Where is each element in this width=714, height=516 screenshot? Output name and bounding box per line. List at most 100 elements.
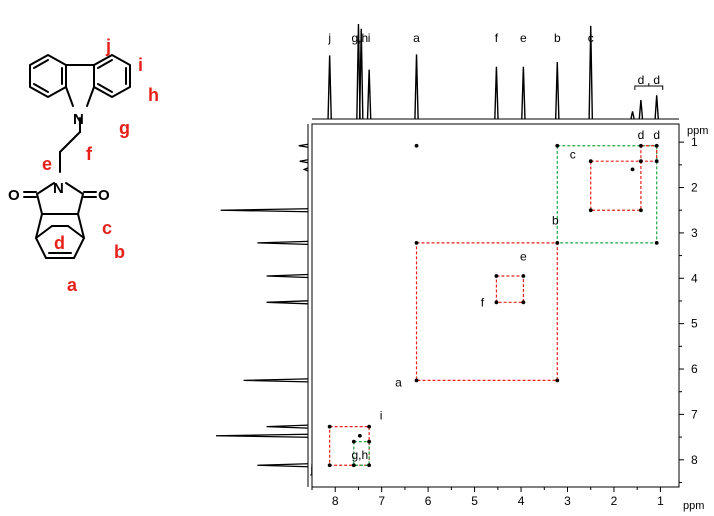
cross-peak-4-d (521, 300, 526, 305)
x-tick-label-7: 7 (378, 494, 385, 508)
side-spectrum-peak-10 (257, 463, 309, 468)
bridge-bond (67, 225, 85, 239)
extra-peak-0 (414, 143, 419, 148)
cross-peak-1-c (639, 159, 643, 164)
cross-box-3 (415, 242, 558, 381)
y-tick-label-3: 3 (691, 226, 698, 240)
side-spectrum-peak-8 (266, 424, 309, 429)
cross-peak-0-b (654, 143, 659, 148)
top-peak-label-6: b (554, 31, 561, 45)
top-spectrum-peak-6 (521, 66, 526, 120)
diagonal-peak-8 (357, 433, 362, 438)
nitrogen-atom-carbazole: N (73, 111, 84, 128)
top-spectrum-peak-11 (654, 95, 659, 120)
y-tick-label-7: 7 (691, 407, 698, 421)
top-spectrum-peak-3 (366, 69, 372, 120)
left-benzene-ring (29, 54, 67, 98)
cross-peak-5-c (327, 463, 332, 468)
cross-peak-5-a (327, 424, 332, 429)
cross-peak-6-c (351, 463, 356, 468)
cross-peak-label-5: f (481, 295, 485, 309)
y-tick-label-4: 4 (691, 271, 698, 285)
proton-label-h: h (148, 85, 159, 105)
y-tick-label-8: 8 (691, 453, 698, 467)
cross-peak-label-6: a (395, 375, 402, 389)
y-tick-label-6: 6 (691, 362, 698, 376)
cross-box-6 (353, 441, 370, 466)
proton-label-j: j (105, 36, 111, 56)
top-peak-label-7: c (588, 31, 594, 45)
oxygen-atom-right: O (98, 187, 110, 204)
cross-peak-3-d (555, 378, 560, 383)
cage-bond (35, 237, 47, 259)
y-axis-label: ppm (687, 125, 708, 137)
cross-peak-5-d (367, 463, 372, 468)
cross-peak-label-9: j (309, 462, 313, 476)
top-spectrum-peak-7 (554, 61, 560, 120)
y-tick-label-2: 2 (691, 181, 698, 195)
chain-bond (59, 131, 81, 153)
side-spectrum-peak-4 (257, 240, 309, 246)
x-axis-label: ppm (683, 500, 704, 512)
cross-peak-3-c (414, 378, 419, 383)
extra-peak-1 (630, 167, 635, 172)
cross-box-0 (556, 145, 658, 244)
x-tick-label-8: 8 (332, 494, 339, 508)
molecule-structure (23, 54, 131, 259)
top-spectrum-peak-8 (588, 25, 594, 120)
top-spectrum-peak-4 (414, 54, 419, 120)
nitrogen-atom-imide: N (53, 180, 64, 197)
cross-peak-4-b (521, 274, 526, 278)
side-spectrum-peak-1 (299, 159, 309, 164)
cross-peak-2-c (588, 208, 593, 213)
proton-label-i: i (138, 55, 143, 75)
x-tick-label-5: 5 (471, 494, 478, 508)
cross-peak-label-2: c (570, 147, 576, 161)
top-1d-spectrum (312, 23, 679, 120)
imide-bond (36, 193, 43, 215)
top-peak-label-4: f (495, 31, 499, 45)
cross-peak-1-d (654, 159, 659, 164)
cross-peak-label-7: i (380, 408, 383, 422)
cross-peak-label-3: b (552, 214, 559, 228)
proton-label-e: e (42, 154, 52, 174)
cross-peak-label-0: d (638, 128, 645, 142)
cross-box-1 (640, 145, 658, 162)
ring-bond (65, 86, 74, 107)
side-spectrum-peak-3 (220, 208, 309, 213)
cross-peak-1-a (639, 143, 643, 148)
proton-labels: j i h g f e c d b a (42, 36, 159, 295)
imide-bond (36, 182, 55, 195)
cross-peak-points (327, 143, 659, 468)
cross-peak-label-8: g,h (352, 448, 369, 462)
cross-box-2 (590, 160, 642, 211)
side-spectrum-peak-0 (298, 143, 309, 148)
cross-peak-label-4: e (520, 249, 527, 263)
proton-label-f: f (86, 144, 93, 164)
imide-bond (65, 182, 84, 195)
cross-peak-0-c (555, 240, 560, 245)
cross-box-5 (329, 426, 370, 466)
proton-label-d: d (54, 233, 65, 253)
top-peak-label-8: d (638, 73, 645, 87)
cross-peak-6-b (367, 439, 372, 444)
x-tick-label-3: 3 (564, 494, 571, 508)
right-benzene-ring (93, 54, 131, 98)
top-spectrum-peak-5 (494, 66, 499, 120)
cross-peak-label-1: d (653, 128, 660, 142)
aromatic-bond (97, 83, 113, 93)
side-1d-spectrum (215, 124, 309, 487)
cage-bond (35, 213, 43, 239)
plot-frame (311, 123, 680, 488)
top-peak-label-0: j (327, 31, 331, 45)
proton-label-g: g (119, 118, 130, 138)
cross-peak-2-d (639, 208, 643, 213)
x-tick-label-2: 2 (611, 494, 618, 508)
imide-bond (77, 193, 84, 215)
side-spectrum-peak-5 (266, 273, 309, 279)
proton-label-b: b (114, 242, 125, 262)
